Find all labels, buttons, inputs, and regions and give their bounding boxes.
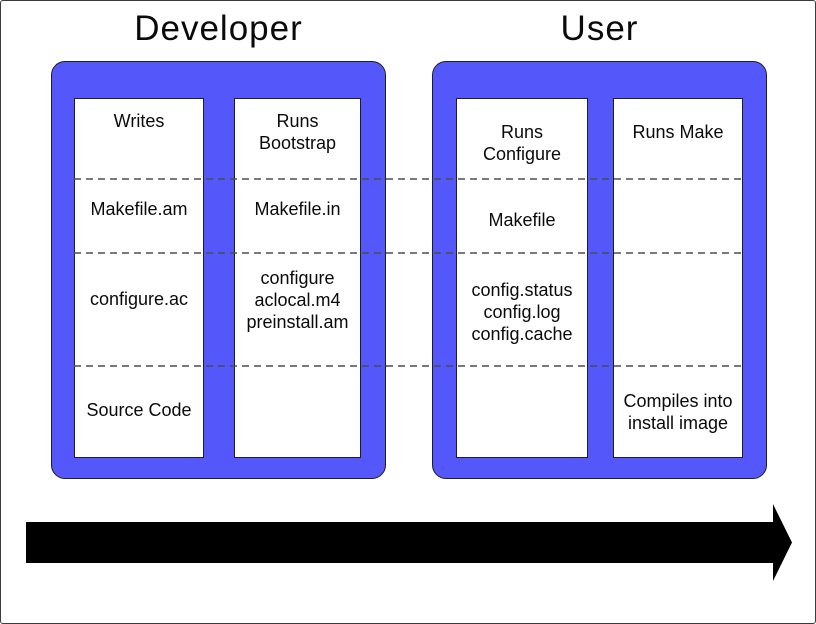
cell-writes: Writes: [113, 111, 165, 131]
cell-runs-bootstrap: Runs Bootstrap: [258, 111, 337, 153]
cell-makefile-am: Makefile.am: [90, 199, 188, 219]
user-make-column: Runs Make Compiles into install image: [613, 98, 743, 458]
cell-configure-ac: configure.ac: [89, 289, 189, 309]
cell-makefile-in: Makefile.in: [254, 199, 341, 219]
user-title: User: [560, 9, 639, 48]
cell-makefile: Makefile: [488, 210, 556, 230]
cell-configure-files: configure aclocal.m4 preinstall.am: [246, 268, 349, 332]
developer-bootstrap-column: Runs Bootstrap Makefile.in configure acl…: [234, 98, 361, 458]
flow-direction-arrow: [26, 504, 792, 581]
user-configure-column: Runs Configure Makefile config.status co…: [456, 98, 588, 458]
developer-writes-column: Writes Makefile.am configure.ac Source C…: [74, 98, 204, 458]
cell-runs-configure: Runs Configure: [482, 122, 562, 164]
cell-config-files: config.status config.log config.cache: [471, 280, 573, 344]
developer-title: Developer: [134, 9, 303, 48]
cell-compiles-into: Compiles into install image: [623, 391, 733, 433]
cell-runs-make: Runs Make: [632, 122, 724, 142]
cell-source-code: Source Code: [86, 400, 192, 420]
